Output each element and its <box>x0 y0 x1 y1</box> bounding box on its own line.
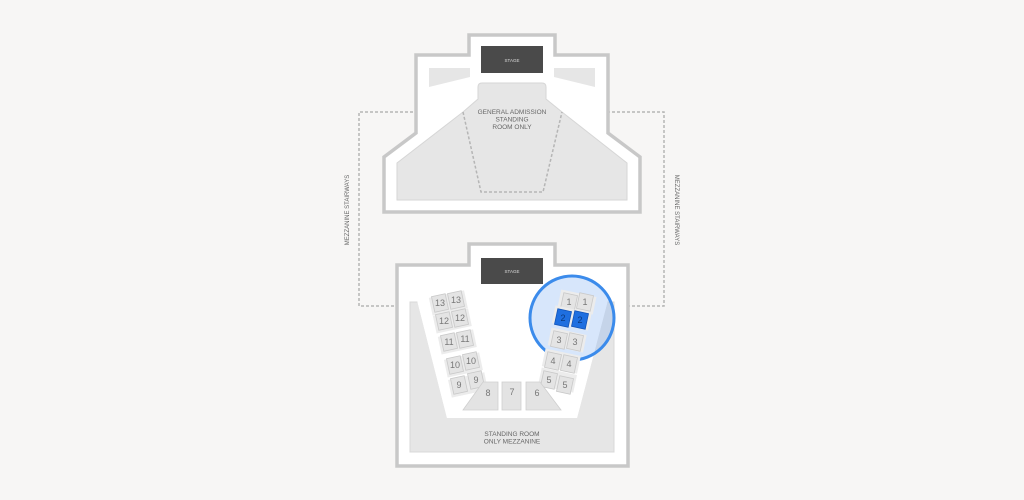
left-row-label: 11 <box>444 337 453 347</box>
right-row-3-block[interactable] <box>544 351 562 371</box>
right-row-label: 3 <box>572 337 577 347</box>
left-row-label: 12 <box>455 313 465 323</box>
right-row-2-block[interactable] <box>550 330 568 350</box>
left-row-4-block[interactable] <box>450 375 468 395</box>
left-row-label: 12 <box>439 316 449 326</box>
left-row-1-block[interactable] <box>451 308 469 328</box>
right-row-label: 3 <box>556 335 561 345</box>
left-row-1-block[interactable] <box>435 311 453 331</box>
section-6[interactable] <box>525 381 562 411</box>
mezzanine-label-line1: STANDING ROOM <box>484 431 539 438</box>
left-row-label: 10 <box>466 356 476 366</box>
ga-label-line1: GENERAL ADMISSION <box>478 109 547 116</box>
right-row-label: 5 <box>562 380 567 390</box>
left-row-label: 11 <box>460 334 469 344</box>
left-row-3-block[interactable] <box>446 355 464 375</box>
upper-level: STAGE GENERAL ADMISSION STANDING ROOM ON… <box>382 33 642 214</box>
right-row-label: 2 <box>577 315 582 325</box>
section-7-label: 7 <box>509 387 514 397</box>
left-row-2-block[interactable] <box>440 332 458 352</box>
right-row-4-block[interactable] <box>556 375 574 395</box>
left-row-0-block[interactable] <box>431 293 449 313</box>
left-row-label: 9 <box>456 380 461 390</box>
right-row-4-block[interactable] <box>540 370 558 390</box>
mezzanine-label-line2: ONLY MEZZANINE <box>484 439 541 446</box>
right-row-3-block[interactable] <box>560 354 578 374</box>
section-7[interactable] <box>501 381 522 411</box>
right-row-2-block[interactable] <box>566 332 584 352</box>
mezzanine-stage <box>481 258 543 284</box>
left-stairway-label: MEZZANINE STAIRWAYS <box>345 175 351 245</box>
left-row-3-block[interactable] <box>462 351 480 371</box>
right-row-1-block[interactable] <box>554 308 572 328</box>
right-row-label: 1 <box>566 297 571 307</box>
right-row-1-block[interactable] <box>571 310 589 330</box>
upper-stage <box>481 46 543 73</box>
ga-label-line3: ROOM ONLY <box>492 124 532 131</box>
left-row-label: 13 <box>451 295 461 305</box>
section-8[interactable] <box>462 381 499 411</box>
section-8-label: 8 <box>485 388 490 398</box>
general-admission-area[interactable] <box>396 82 628 201</box>
left-row-label: 10 <box>450 360 460 370</box>
mezzanine-stage-label: STAGE <box>505 269 520 274</box>
left-row-0-block[interactable] <box>447 290 465 310</box>
left-row-label: 13 <box>435 298 445 308</box>
left-row-4-block[interactable] <box>467 370 485 390</box>
upper-stage-label: STAGE <box>505 58 520 63</box>
right-row-label: 1 <box>582 297 587 307</box>
right-row-label: 4 <box>566 359 571 369</box>
section-6-label: 6 <box>534 388 539 398</box>
right-row-label: 4 <box>550 356 555 366</box>
right-stairway-label: MEZZANINE STAIRWAYS <box>673 175 679 245</box>
right-row-label: 2 <box>560 313 565 323</box>
left-row-label: 9 <box>473 375 478 385</box>
ga-label-line2: STANDING <box>495 117 528 124</box>
right-row-0-block[interactable] <box>576 292 594 312</box>
left-row-2-block[interactable] <box>456 329 474 349</box>
right-row-label: 5 <box>546 375 551 385</box>
